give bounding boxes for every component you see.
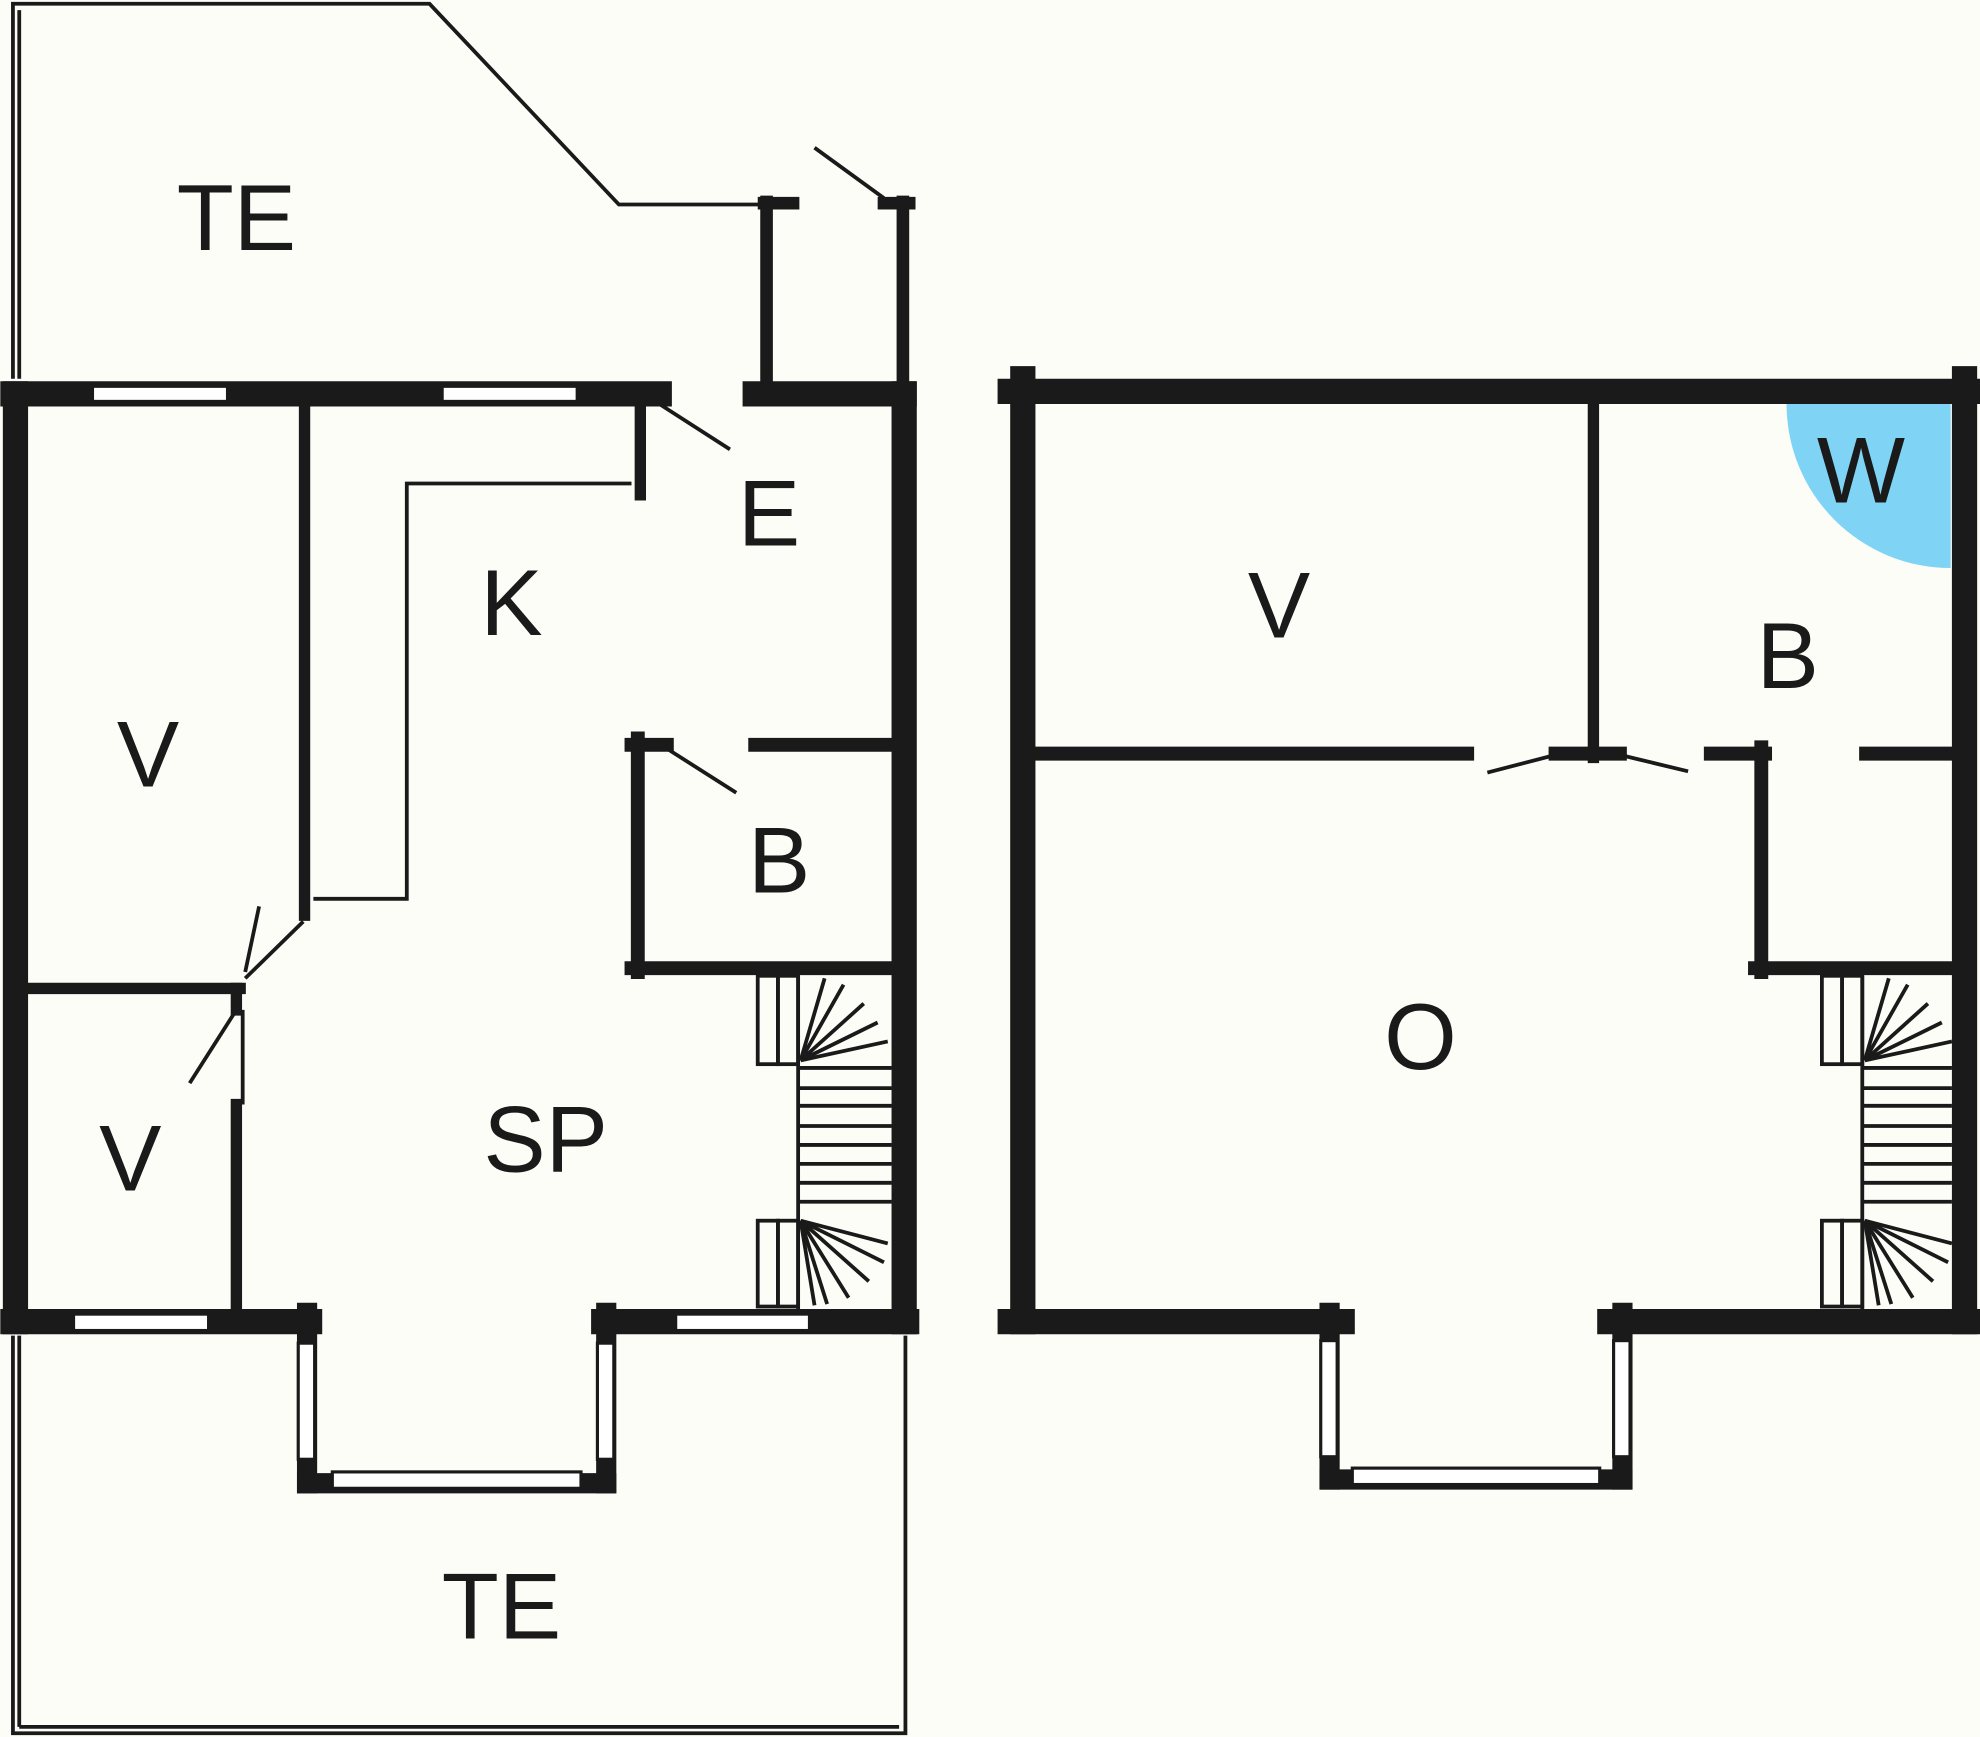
- room-label-bedroom: V: [117, 701, 179, 806]
- room-label-terrace: TE: [442, 1554, 561, 1659]
- window: [330, 1470, 583, 1490]
- window: [1350, 1466, 1602, 1487]
- room-label-living: SP: [483, 1086, 608, 1191]
- window: [1319, 1339, 1339, 1459]
- room-label-kitchen: K: [480, 550, 542, 655]
- kitchen-counter: [313, 481, 632, 901]
- door-swing: [665, 746, 738, 795]
- door-swing: [188, 1008, 238, 1085]
- window: [1612, 1339, 1632, 1459]
- staircase: [755, 973, 892, 1310]
- room-label-bathroom: B: [748, 807, 810, 912]
- window: [71, 1312, 211, 1333]
- window: [296, 1341, 317, 1461]
- room-label-bedroom: V: [1248, 552, 1310, 657]
- door-swing: [1486, 753, 1557, 775]
- door-swing: [1619, 753, 1689, 774]
- entrance-door-swing: [658, 402, 731, 451]
- room-label-wc: W: [1817, 417, 1905, 522]
- window: [674, 1312, 812, 1333]
- room-label-bathroom: B: [1757, 603, 1819, 708]
- room-label-terrace: TE: [177, 165, 296, 270]
- ground-floor-plan: TE E K V B SP V TE: [0, 1, 920, 1736]
- staircase: [1819, 973, 1953, 1310]
- room-label-entrance: E: [738, 460, 800, 565]
- room-label-open-area: O: [1384, 984, 1457, 1089]
- window: [440, 384, 579, 404]
- window: [90, 384, 230, 404]
- window: [595, 1341, 616, 1461]
- door-swing: [813, 146, 886, 200]
- terrace-outline-bottom: [11, 1335, 908, 1736]
- terrace-outline-top: [11, 1, 765, 379]
- wc-zone: [1786, 403, 1951, 569]
- room-label-bedroom: V: [99, 1105, 161, 1210]
- door-swing: [243, 905, 261, 973]
- upper-floor-plan: V W B O: [997, 366, 1980, 1490]
